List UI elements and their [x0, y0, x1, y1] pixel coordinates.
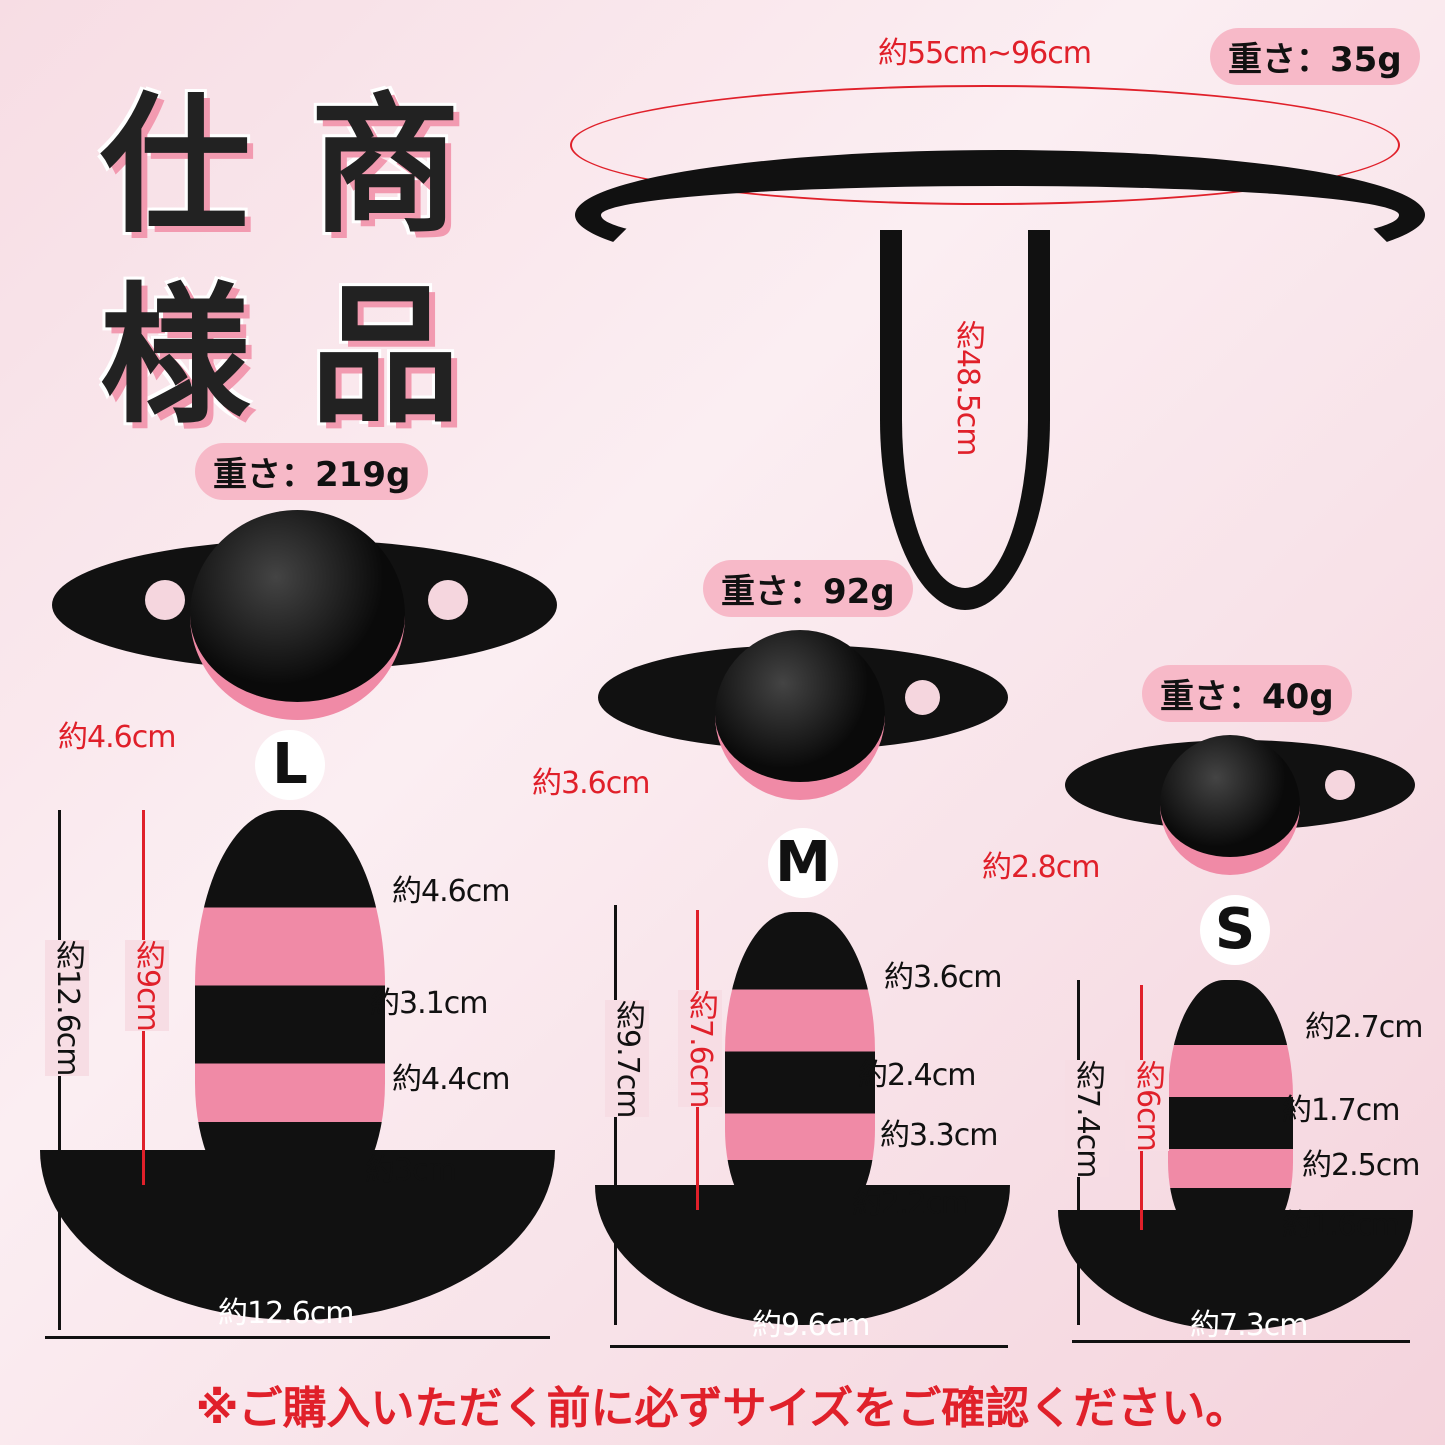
belt-weight-badge: 重さ：35g — [1210, 28, 1420, 85]
plug-side-view — [1168, 980, 1293, 1240]
insert-dimension: 約6cm — [1125, 1060, 1169, 1151]
plug-side-view — [195, 810, 385, 1200]
insert-dimension: 約7.6cm — [678, 990, 722, 1108]
size-label: M — [768, 828, 838, 898]
diameter-1: 約4.6cm — [392, 874, 510, 909]
base-height-dimension: 約2.8cm — [982, 850, 1100, 885]
diameter-4: 約2.2cm — [852, 1186, 970, 1221]
plate-hole — [428, 580, 468, 620]
total-dimension: 約12.6cm — [45, 940, 89, 1076]
diameter-2: 約2.4cm — [858, 1058, 976, 1093]
size-label: L — [255, 730, 325, 800]
diameter-2: 約3.1cm — [370, 986, 488, 1021]
width-arrow — [610, 1345, 1008, 1348]
diameter-3: 約4.4cm — [392, 1062, 510, 1097]
plug-top-view — [1160, 735, 1300, 875]
plate-hole — [1325, 770, 1355, 800]
title-char: 品 — [310, 268, 461, 444]
plug-side-view — [725, 912, 875, 1222]
insert-dimension: 約9cm — [125, 940, 169, 1031]
plug-top-view — [715, 630, 885, 800]
total-dimension: 約9.7cm — [605, 1000, 649, 1118]
plate-hole — [145, 580, 185, 620]
strap-dimension: 約48.5cm — [950, 320, 985, 456]
diameter-2: 約1.7cm — [1282, 1093, 1400, 1128]
base-height-dimension: 約3.6cm — [532, 766, 650, 801]
weight-badge: 重さ：219g — [195, 443, 429, 500]
width-arrow — [1072, 1340, 1410, 1343]
width-dimension: 約7.3cm — [1190, 1308, 1308, 1343]
width-arrow — [45, 1336, 550, 1339]
weight-badge: 重さ：40g — [1142, 665, 1352, 722]
title-char: 商 — [310, 78, 461, 254]
footer-notice: ※ご購入いただく前に必ずサイズをご確認ください。 — [195, 1383, 1250, 1434]
title-char: 様 — [100, 268, 251, 444]
diameter-4: 約3cm — [365, 1153, 457, 1188]
waist-dimension: 約55cm~96cm — [878, 36, 1092, 71]
diameter-1: 約3.6cm — [884, 960, 1002, 995]
diameter-3: 約2.5cm — [1302, 1148, 1420, 1183]
width-dimension: 約12.6cm — [218, 1296, 355, 1331]
weight-badge: 重さ：92g — [703, 560, 913, 617]
diameter-3: 約3.3cm — [880, 1118, 998, 1153]
diameter-4: 約1.6cm — [1282, 1208, 1400, 1243]
width-dimension: 約9.6cm — [752, 1308, 870, 1343]
total-dimension: 約7.4cm — [1065, 1060, 1109, 1178]
plate-hole — [905, 680, 940, 715]
size-label: S — [1200, 895, 1270, 965]
diameter-1: 約2.7cm — [1305, 1010, 1423, 1045]
plug-top-view — [190, 510, 405, 720]
title-char: 仕 — [100, 78, 251, 254]
base-height-dimension: 約4.6cm — [58, 720, 176, 755]
